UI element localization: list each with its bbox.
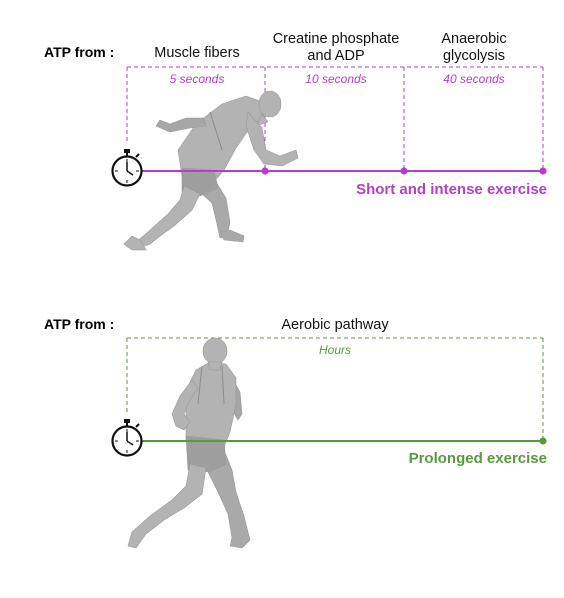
long-atp-label: ATP from :: [44, 316, 114, 332]
duration-label-hours: Hours: [319, 343, 351, 357]
source-label-creatine-line2: and ADP: [307, 48, 364, 64]
source-label-anaerobic-line2: glycolysis: [443, 48, 505, 64]
duration-label-40-seconds: 40 seconds: [443, 72, 504, 86]
short-timeline-dot-2: [400, 167, 408, 175]
long-dashed-bracket: [126, 337, 544, 440]
short-exercise-label: Short and intense exercise: [356, 181, 547, 198]
source-label-muscle-fibers: Muscle fibers: [154, 45, 239, 61]
long-exercise-label: Prolonged exercise: [409, 450, 547, 467]
source-label-aerobic-pathway: Aerobic pathway: [281, 317, 389, 333]
duration-label-5-seconds: 5 seconds: [170, 72, 225, 86]
prolonged-exercise-panel: ATP from : Aerobic pathway Hours Prolong…: [44, 316, 547, 549]
long-timeline-end-dot: [539, 437, 547, 445]
runner-figure: [127, 337, 251, 549]
short-timeline-dot-1: [261, 167, 269, 175]
sprinter-figure: [123, 90, 299, 251]
short-atp-label: ATP from :: [44, 44, 114, 60]
source-label-anaerobic-line1: Anaerobic: [441, 31, 506, 47]
duration-label-10-seconds: 10 seconds: [305, 72, 366, 86]
short-timeline-dot-3: [539, 167, 547, 175]
stopwatch-icon: [111, 149, 143, 187]
source-label-creatine-line1: Creatine phosphate: [273, 31, 400, 47]
stopwatch-icon: [111, 419, 143, 457]
short-exercise-panel: ATP from : Muscle fibers 5 seconds Creat…: [44, 31, 547, 251]
